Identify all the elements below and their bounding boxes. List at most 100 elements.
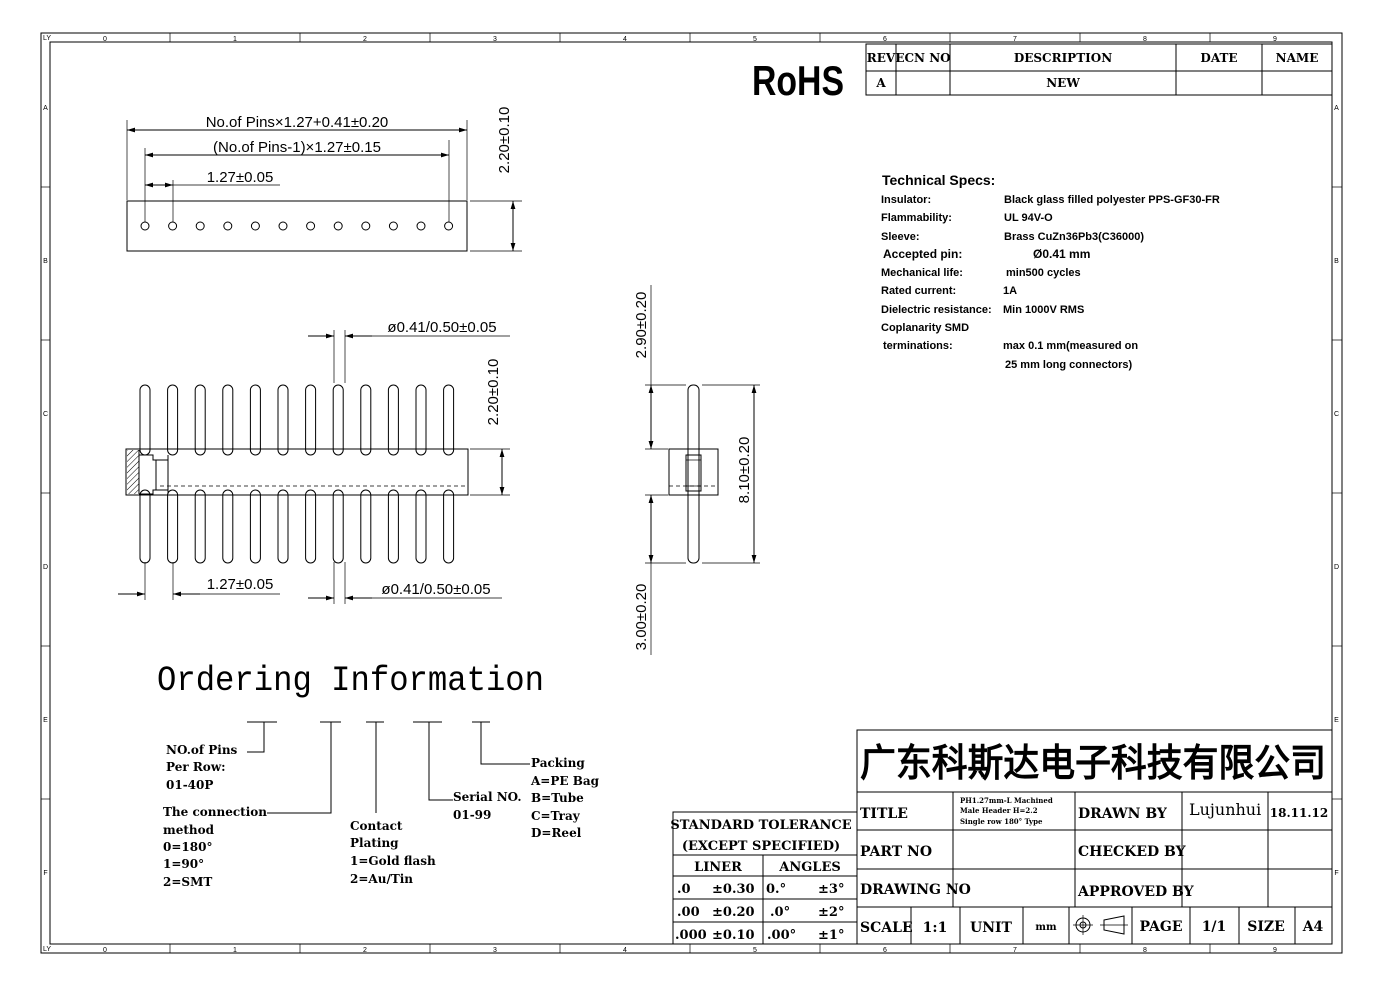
frame-column-label: 9 [1273, 36, 1277, 43]
title-value-line: Male Header H=2.2 [960, 806, 1038, 815]
size-value: A4 [1302, 919, 1324, 935]
tolerance-cell: ±1° [818, 928, 844, 943]
spec-value: max 0.1 mm(measured on [1003, 340, 1138, 352]
pin-upper [415, 384, 427, 456]
frame-column-label: 5 [753, 947, 757, 954]
spec-value: Ø0.41 mm [1033, 247, 1090, 261]
frame-row-label: F [1334, 870, 1338, 877]
pin-upper [443, 384, 455, 456]
spec-label: Mechanical life: [881, 267, 963, 279]
spec-label: Sleeve: [881, 231, 920, 243]
tolerance-cell: ±2° [818, 905, 844, 920]
page-value: 1/1 [1202, 919, 1227, 935]
projection-symbol-icon [1073, 915, 1128, 935]
frame-column-label: 0 [103, 36, 107, 43]
frame-row-label: B [1334, 258, 1339, 265]
frame-column-label: 3 [493, 36, 497, 43]
dim-side-bottom: 3.00±0.20 [633, 584, 650, 651]
page-label: PAGE [1140, 919, 1183, 935]
name-header: NAME [1276, 51, 1319, 65]
frame-column-label: 4 [623, 36, 627, 43]
frame-row-label: D [1334, 564, 1339, 571]
frame-row-label: E [43, 717, 48, 724]
pin-upper [332, 384, 344, 456]
tolerance-cell: .00 [677, 905, 700, 920]
frame-column-label: 1 [233, 36, 237, 43]
pin-hole [388, 221, 398, 231]
spec-value: Min 1000V RMS [1003, 304, 1084, 316]
pin-upper [387, 384, 399, 456]
pin-hole [416, 221, 426, 231]
frame-row-label: E [1334, 717, 1339, 724]
title-label: TITLE [860, 806, 908, 822]
frame-column-label: 8 [1143, 36, 1147, 43]
revision-table: REV ECN NO DESCRIPTION DATE NAME A NEW [865, 43, 1333, 96]
description-value: NEW [1046, 76, 1080, 90]
pin-hole [223, 221, 233, 231]
spec-value: Black glass filled polyester PPS-GF30-FR [1004, 194, 1220, 206]
pin-upper [249, 384, 261, 456]
pin-lower [443, 489, 455, 564]
tolerance-subtitle: (EXCEPT SPECIFIED) [682, 839, 840, 854]
pin-lower [277, 489, 289, 564]
dim-pin-diameter-bottom: ø0.41/0.50±0.05 [381, 581, 490, 598]
side-view: 2.90±0.20 8.10±0.20 3.00±0.20 [633, 285, 760, 655]
pin-upper [139, 384, 151, 456]
order-method-line: 0=180° [163, 840, 212, 854]
technical-specs: Technical Specs: Insulator: Black glass … [881, 172, 1220, 371]
frame-column-label: 3 [493, 947, 497, 954]
tolerance-cell: 0.° [766, 882, 786, 897]
tolerance-cell: ±0.10 [712, 928, 755, 943]
tolerance-angles: ANGLES [778, 860, 841, 875]
pin-lower [249, 489, 261, 564]
pin-upper [360, 384, 372, 456]
frame-row-label: F [43, 870, 47, 877]
pin-upper [167, 384, 179, 456]
frame-column-label: 1 [233, 947, 237, 954]
pin-lower [305, 489, 317, 564]
ecn-header: ECN NO [895, 51, 950, 65]
title-block: 广东科斯达电子科技有限公司 TITLE DRAWN BY PART NO CHE… [856, 729, 1333, 945]
spec-value: UL 94V-O [1004, 212, 1053, 224]
order-plating-line: 2=Au/Tin [350, 872, 413, 886]
tolerance-cell: .000 [675, 928, 707, 943]
pin-lower [360, 489, 372, 564]
unit-value: mm [1035, 922, 1057, 933]
spec-value: min500 cycles [1006, 267, 1081, 279]
pin-lower [167, 489, 179, 564]
pin-hole [333, 221, 343, 231]
pin-upper [222, 384, 234, 456]
checked-by-label: CHECKED BY [1078, 844, 1187, 860]
spec-value: Brass CuZn36Pb3(C36000) [1004, 231, 1144, 243]
pin-lower [332, 489, 344, 564]
pin-hole [361, 221, 371, 231]
frame-column-label: 6 [883, 36, 887, 43]
dim-total-length: No.of Pins×1.27+0.41±0.20 [206, 114, 389, 131]
frame-row-label: A [43, 105, 48, 112]
order-serial-line: Serial NO. [453, 790, 522, 804]
dim-pin-span: (No.of Pins-1)×1.27±0.15 [213, 139, 381, 156]
pin-hole [140, 221, 150, 231]
size-label: SIZE [1247, 919, 1285, 935]
frame-column-label: 2 [363, 947, 367, 954]
spec-label: terminations: [883, 340, 953, 352]
title-value-line: PH1.27mm-L Machined [960, 796, 1053, 805]
dim-height-front: 2.20±0.10 [485, 359, 502, 426]
pin-hole [278, 221, 288, 231]
pin-lower [415, 489, 427, 564]
ordering-information: Ordering Information NO.of Pins Per Row:… [157, 661, 600, 889]
tolerance-cell: .0° [770, 905, 790, 920]
frame-column-label: 2 [363, 36, 367, 43]
frame-row-label: C [1334, 411, 1339, 418]
spec-value: 1A [1003, 285, 1017, 297]
order-method-line: 1=90° [163, 857, 204, 871]
dim-height-top: 2.20±0.10 [496, 107, 513, 174]
top-view: No.of Pins×1.27+0.41±0.20 (No.of Pins-1)… [126, 107, 522, 252]
frame-column-label: 7 [1013, 36, 1017, 43]
tolerance-liner: LINER [694, 860, 742, 875]
spec-label: Insulator: [881, 194, 931, 206]
rev-value: A [875, 76, 886, 90]
spec-label: Rated current: [881, 285, 956, 297]
ordering-title: Ordering Information [157, 661, 544, 701]
